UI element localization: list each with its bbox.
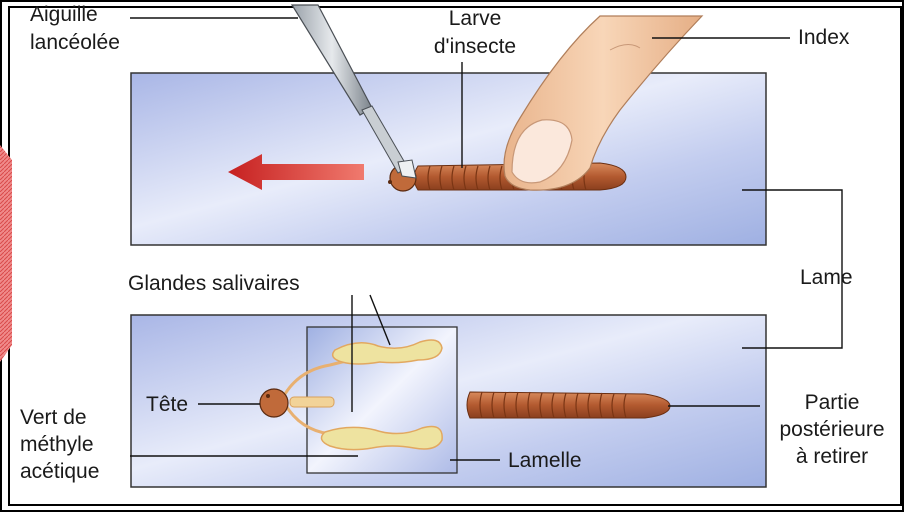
label-glandes-salivaires: Glandes salivaires (128, 272, 300, 295)
label-partie-line2: postérieure (764, 418, 900, 441)
label-vert-line1: Vert de (20, 406, 99, 429)
label-larve-line2: d'insecte (420, 35, 530, 58)
label-index: Index (798, 26, 849, 49)
label-aiguille-line1: Aiguille (30, 3, 120, 26)
larva-posterior (467, 392, 670, 418)
label-aiguille: Aiguille lancéolée (30, 3, 120, 54)
label-lame: Lame (800, 266, 853, 289)
label-vert-line3: acétique (20, 460, 99, 483)
label-partie-line3: à retirer (764, 445, 900, 468)
label-vert-line2: méthyle (20, 433, 99, 456)
label-larve-line1: Larve (420, 7, 530, 30)
label-larve: Larve d'insecte (420, 7, 530, 58)
label-partie-line1: Partie (764, 391, 900, 414)
label-aiguille-line2: lancéolée (30, 31, 120, 54)
label-vert-de-methyle: Vert de méthyle acétique (20, 406, 99, 483)
label-partie-posterieure: Partie postérieure à retirer (764, 391, 900, 468)
larva-head-bottom (260, 389, 288, 417)
top-slide (131, 73, 766, 245)
label-lamelle: Lamelle (508, 449, 582, 472)
label-tete: Tête (146, 393, 188, 416)
red-edge-decoration (0, 145, 12, 362)
